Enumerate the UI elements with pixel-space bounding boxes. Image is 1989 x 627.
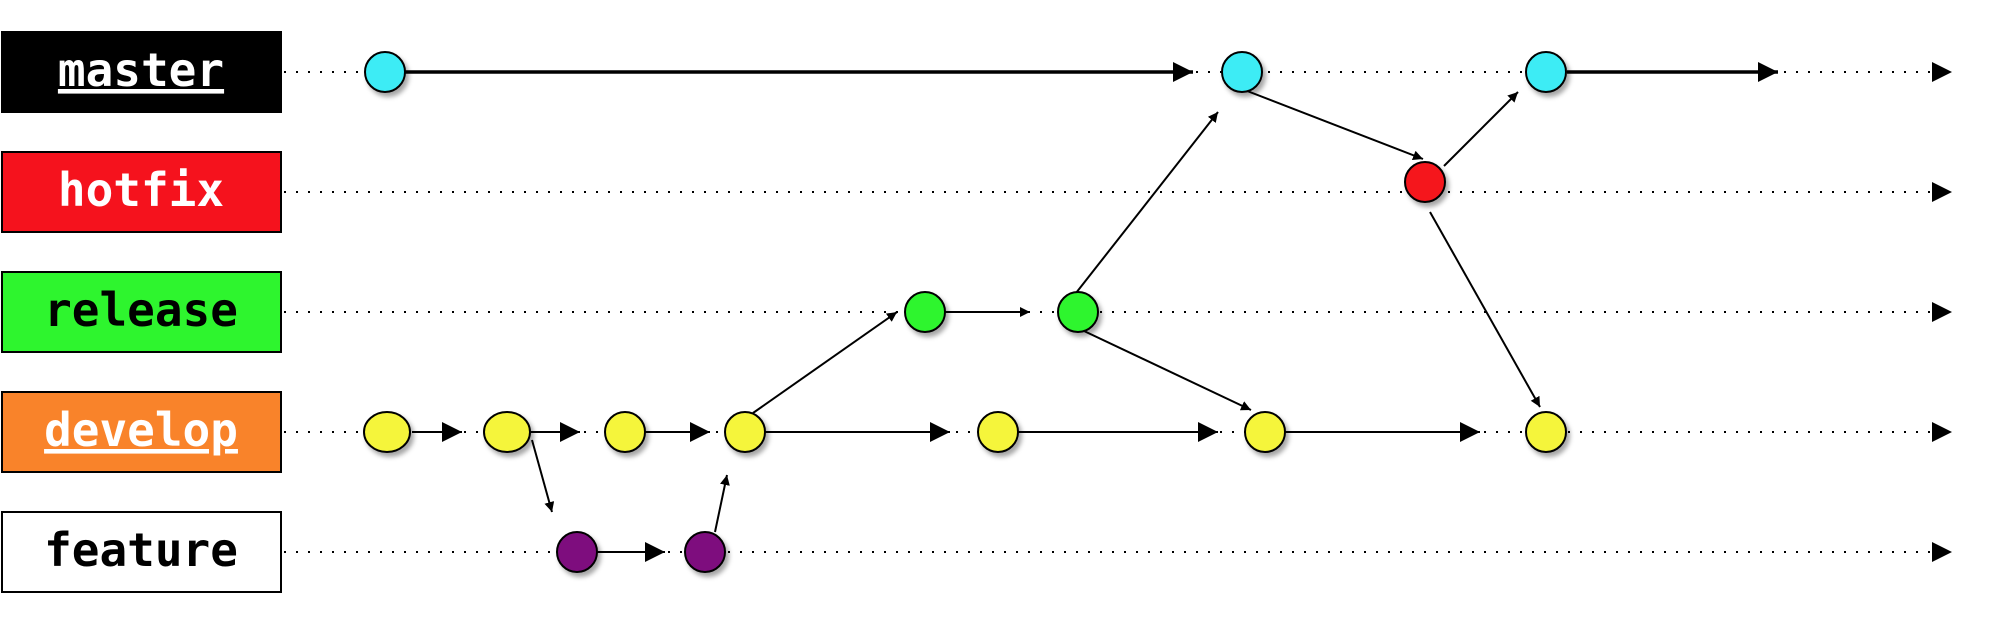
branch-label-develop: develop: [1, 391, 282, 473]
edge-develop-2-to-feature: [531, 439, 555, 513]
edge-feature-2-to-develop: [714, 474, 730, 533]
edge-release-2-to-master-2: [1075, 111, 1219, 294]
edge-release-2-to-develop: [1083, 330, 1252, 411]
branch-lanes: [284, 62, 1952, 562]
commit-release-1: [904, 291, 946, 333]
commit-feature-2: [684, 531, 726, 573]
commit-hotfix-1: [1404, 161, 1446, 203]
commit-develop-6: [1244, 411, 1286, 453]
branch-label-release-box: [1, 271, 282, 353]
commit-develop-1: [363, 411, 411, 453]
branch-label-release: release: [1, 271, 282, 353]
commit-master-3: [1525, 51, 1567, 93]
branch-label-hotfix: hotfix: [1, 151, 282, 233]
commits: [363, 51, 1567, 573]
branch-label-feature-text: feature: [44, 523, 238, 577]
commit-master-1: [364, 51, 406, 93]
edge-develop-4-to-release-1: [752, 311, 898, 414]
branch-label-master-text: master: [58, 43, 224, 97]
edge-master-2-to-hotfix: [1241, 88, 1424, 161]
commit-feature-1: [556, 531, 598, 573]
branch-label-master-box: [1, 31, 282, 113]
commit-release-2: [1057, 291, 1099, 333]
commit-edges: [405, 62, 1778, 562]
branch-label-master: master: [1, 31, 282, 113]
branch-label-feature-box: [1, 511, 282, 593]
commit-master-2: [1221, 51, 1263, 93]
branch-label-release-text: release: [44, 283, 238, 337]
commit-develop-3: [604, 411, 646, 453]
commit-develop-4: [724, 411, 766, 453]
branch-label-feature: feature: [1, 511, 282, 593]
edge-hotfix-to-master-3: [1443, 91, 1519, 167]
branch-label-hotfix-box: [1, 151, 282, 233]
branch-label-develop-box: [1, 391, 282, 473]
commit-develop-5: [977, 411, 1019, 453]
edge-hotfix-to-develop: [1429, 211, 1541, 408]
branch-label-hotfix-text: hotfix: [58, 163, 224, 217]
commit-develop-7: [1525, 411, 1567, 453]
branch-label-develop-text: develop: [44, 403, 238, 457]
commit-develop-2: [483, 411, 531, 453]
